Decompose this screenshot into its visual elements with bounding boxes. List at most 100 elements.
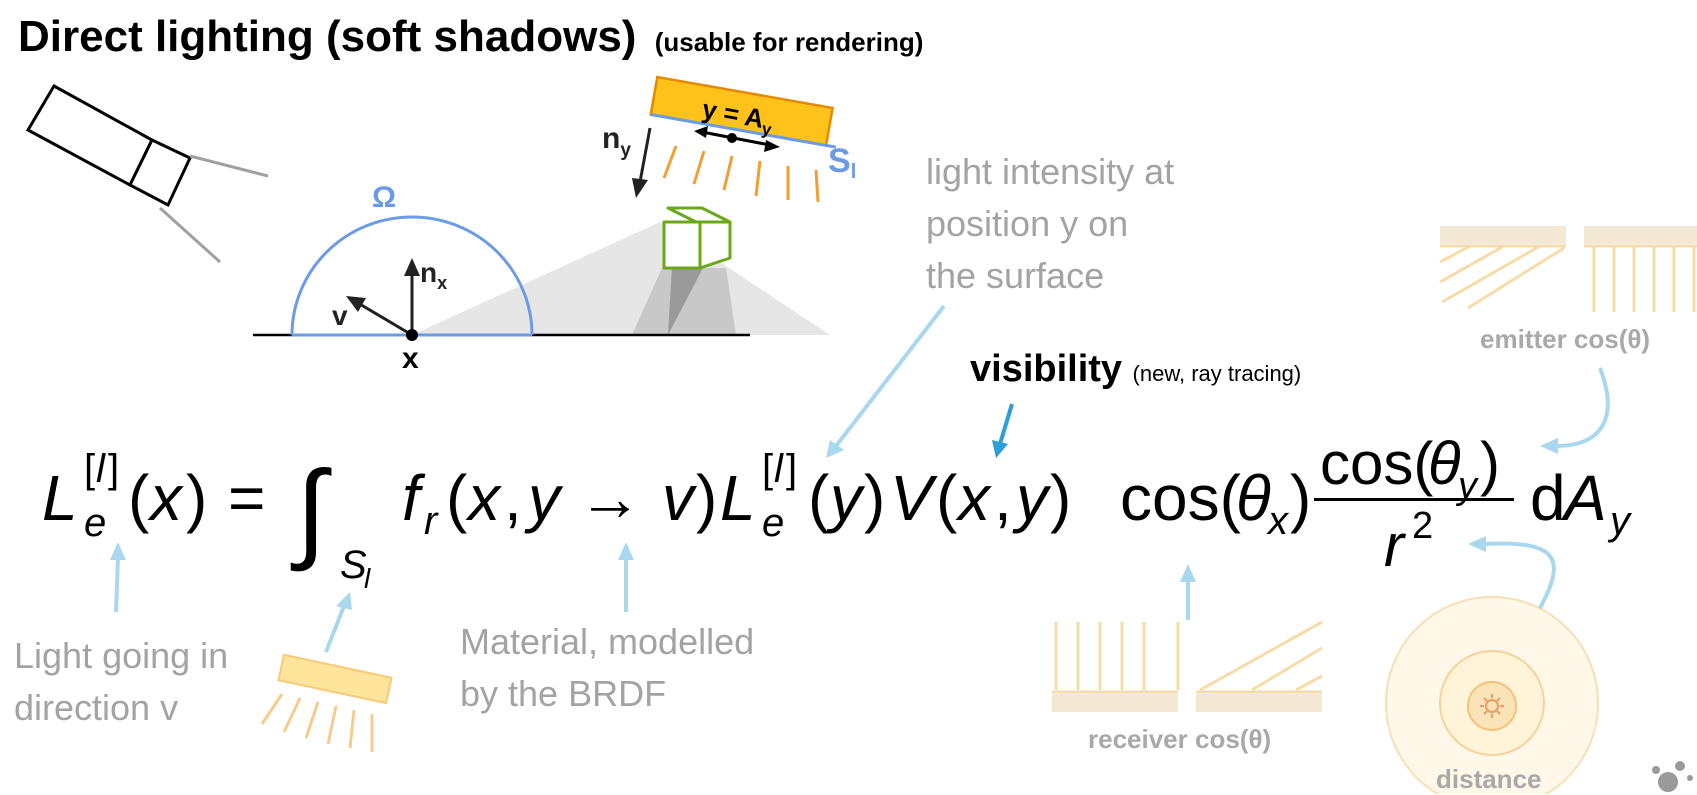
arrow-visibility xyxy=(998,403,1014,445)
camera-ray-bottom xyxy=(158,206,222,264)
svg-text:y: y xyxy=(524,462,564,534)
ny-label: ny xyxy=(602,122,631,161)
small-light-sketch xyxy=(260,653,393,752)
x-label: x xyxy=(402,342,419,375)
view-vector-arrowhead xyxy=(346,296,366,312)
svg-text:x: x xyxy=(147,462,184,534)
svg-text:d: d xyxy=(1530,462,1566,534)
hemisphere-omega xyxy=(290,215,534,336)
arrow-light-intensity xyxy=(834,304,946,448)
svg-text:∫: ∫ xyxy=(290,449,332,572)
sl-label: Sl xyxy=(828,142,856,183)
svg-text:V: V xyxy=(890,462,938,534)
camera-ray-top xyxy=(189,154,269,178)
normal-ny-arrowhead xyxy=(632,178,648,198)
pointer-arrowheads xyxy=(110,438,1558,610)
svg-text:(: ( xyxy=(128,462,149,534)
arrow-light-going xyxy=(114,555,120,613)
receiver-cos-label: receiver cos(θ) xyxy=(1088,724,1272,754)
svg-text:,: , xyxy=(994,462,1012,534)
svg-text:r: r xyxy=(424,499,439,543)
svg-text:x: x xyxy=(955,462,992,534)
svg-text:f: f xyxy=(402,462,426,534)
svg-text:r: r xyxy=(1384,512,1406,579)
svg-text:cos(: cos( xyxy=(1320,430,1433,497)
title-subtitle: (usable for rendering) xyxy=(654,27,924,57)
normal-nx-arrowhead xyxy=(404,258,420,276)
light-going-line-1: Light going in xyxy=(14,635,229,676)
pointer-arrows xyxy=(114,304,1610,653)
svg-text:]: ] xyxy=(108,447,119,491)
area-light-rays xyxy=(662,145,820,203)
svg-text:l: l xyxy=(96,447,106,491)
svg-text:): ) xyxy=(1290,462,1311,534)
svg-text:θ: θ xyxy=(1236,462,1271,534)
svg-text:S: S xyxy=(340,543,367,587)
point-x xyxy=(406,329,418,341)
svg-text:y: y xyxy=(826,462,866,534)
light-going-line-2: direction v xyxy=(14,687,179,728)
camera-icon xyxy=(25,83,192,208)
light-cone xyxy=(412,222,830,335)
point-y xyxy=(727,133,737,143)
svg-text:→: → xyxy=(578,462,642,534)
v-label: v xyxy=(332,300,348,331)
svg-text:[: [ xyxy=(762,447,773,491)
svg-text:e: e xyxy=(762,501,784,545)
svg-text:(: ( xyxy=(446,462,467,534)
visibility-note: (new, ray tracing) xyxy=(1132,361,1302,386)
svg-text:cos(: cos( xyxy=(1120,462,1241,534)
svg-text:]: ] xyxy=(786,447,797,491)
title-main: Direct lighting (soft shadows) xyxy=(18,12,637,61)
visibility-annotation: visibility (new, ray tracing) xyxy=(970,348,1301,391)
area-light xyxy=(649,75,837,149)
svg-text:y: y xyxy=(1607,499,1633,543)
svg-text:x: x xyxy=(465,462,502,534)
light-intensity-annotation: light intensity at position y on the sur… xyxy=(926,146,1174,302)
logo-splat-icon xyxy=(1652,761,1693,792)
svg-text:): ) xyxy=(1480,430,1500,497)
svg-text:): ) xyxy=(186,462,207,534)
cube-core-shadow xyxy=(668,266,704,335)
material-annotation: Material, modelled by the BRDF xyxy=(460,616,754,720)
svg-text:): ) xyxy=(1050,462,1071,534)
distance-label: distance xyxy=(1436,764,1542,794)
sun-icon xyxy=(1480,694,1504,718)
arrow-emitter xyxy=(1555,367,1610,448)
arrow-surface xyxy=(324,605,346,653)
svg-text:,: , xyxy=(504,462,522,534)
light-intensity-line-1: light intensity at xyxy=(926,151,1175,192)
svg-text:v: v xyxy=(662,462,698,534)
svg-text:[: [ xyxy=(84,447,95,491)
svg-text:θ: θ xyxy=(1428,430,1461,497)
visibility-label: visibility xyxy=(970,348,1123,390)
svg-text:): ) xyxy=(864,462,885,534)
svg-text:=: = xyxy=(228,462,265,534)
normal-ny-arrow xyxy=(638,127,652,183)
emitter-cos-sketch xyxy=(1439,226,1697,312)
light-going-annotation: Light going in direction v xyxy=(14,630,228,734)
omega-label: Ω xyxy=(372,181,396,214)
arrow-visibility-head xyxy=(992,440,1008,458)
arrow-distance xyxy=(1483,541,1556,609)
nx-label: nx xyxy=(420,257,447,293)
occluder-cube-icon xyxy=(662,206,732,270)
svg-text:y: y xyxy=(1012,462,1052,534)
emitter-cos-label: emitter cos(θ) xyxy=(1480,324,1651,354)
slide-title: Direct lighting (soft shadows) (usable f… xyxy=(18,12,923,62)
light-intensity-line-3: the surface xyxy=(926,255,1105,296)
svg-text:x: x xyxy=(1266,499,1290,543)
svg-text:l: l xyxy=(364,563,371,594)
distance-sketch xyxy=(1385,596,1599,794)
material-line-1: Material, modelled xyxy=(460,621,755,662)
material-line-2: by the BRDF xyxy=(460,673,667,714)
svg-text:): ) xyxy=(696,462,717,534)
svg-text:A: A xyxy=(1560,462,1607,534)
y-span-arrowhead-left xyxy=(694,126,708,138)
svg-text:(: ( xyxy=(936,462,957,534)
svg-text:L: L xyxy=(42,462,78,534)
receiver-cos-sketch xyxy=(1052,620,1323,712)
light-intensity-line-2: position y on xyxy=(926,203,1129,244)
svg-text:2: 2 xyxy=(1412,505,1433,547)
